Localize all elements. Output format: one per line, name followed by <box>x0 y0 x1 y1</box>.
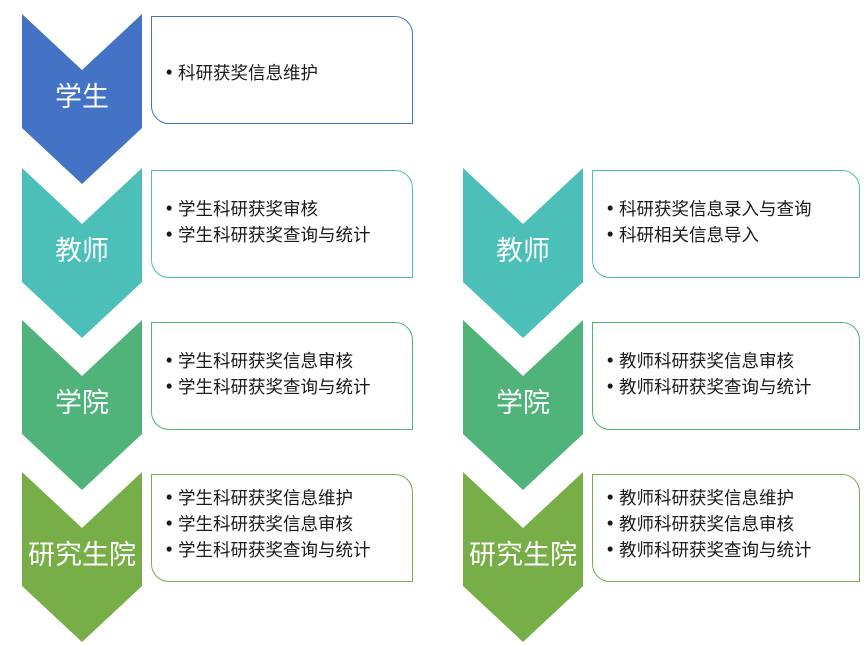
left-function-box: 学生科研获奖审核学生科研获奖查询与统计 <box>151 170 413 278</box>
function-list: 学生科研获奖信息维护学生科研获奖信息审核学生科研获奖查询与统计 <box>164 486 412 564</box>
left-function-box: 学生科研获奖信息维护学生科研获奖信息审核学生科研获奖查询与统计 <box>151 474 413 582</box>
chevron-shape <box>22 472 142 642</box>
function-list: 教师科研获奖信息维护教师科研获奖信息审核教师科研获奖查询与统计 <box>605 486 859 564</box>
function-item: 学生科研获奖查询与统计 <box>164 223 412 249</box>
chevron-shape <box>22 168 142 338</box>
function-list: 教师科研获奖信息审核教师科研获奖查询与统计 <box>605 349 859 401</box>
function-item: 教师科研获奖查询与统计 <box>605 538 859 564</box>
right-function-box: 科研获奖信息录入与查询科研相关信息导入 <box>592 170 860 278</box>
left-function-box: 科研获奖信息维护 <box>151 16 413 124</box>
left-role-chevron: 研究生院 <box>22 472 142 642</box>
function-item: 教师科研获奖查询与统计 <box>605 375 859 401</box>
function-item: 学生科研获奖审核 <box>164 197 412 223</box>
function-item: 科研获奖信息录入与查询 <box>605 197 859 223</box>
function-list: 科研获奖信息录入与查询科研相关信息导入 <box>605 197 859 249</box>
role-label: 学院 <box>55 388 109 419</box>
function-item: 科研获奖信息维护 <box>164 61 412 87</box>
function-list: 科研获奖信息维护 <box>164 61 412 87</box>
right-function-box: 教师科研获奖信息审核教师科研获奖查询与统计 <box>592 322 860 430</box>
left-function-box: 学生科研获奖信息审核学生科研获奖查询与统计 <box>151 322 413 430</box>
function-item: 教师科研获奖信息审核 <box>605 512 859 538</box>
function-item: 学生科研获奖信息审核 <box>164 512 412 538</box>
role-label: 教师 <box>55 236 109 267</box>
chevron-shape <box>22 14 142 184</box>
right-role-chevron: 教师 <box>463 168 583 338</box>
function-item: 教师科研获奖信息审核 <box>605 349 859 375</box>
left-role-chevron: 学院 <box>22 320 142 490</box>
role-label: 研究生院 <box>469 540 577 571</box>
function-item: 学生科研获奖信息审核 <box>164 349 412 375</box>
role-label: 学生 <box>55 82 109 113</box>
function-list: 学生科研获奖审核学生科研获奖查询与统计 <box>164 197 412 249</box>
function-item: 学生科研获奖信息维护 <box>164 486 412 512</box>
chevron-shape <box>463 472 583 642</box>
chevron-shape <box>463 320 583 490</box>
chevron-shape <box>22 320 142 490</box>
function-list: 学生科研获奖信息审核学生科研获奖查询与统计 <box>164 349 412 401</box>
left-role-chevron: 学生 <box>22 14 142 184</box>
function-item: 科研相关信息导入 <box>605 223 859 249</box>
right-role-chevron: 学院 <box>463 320 583 490</box>
role-label: 学院 <box>496 388 550 419</box>
right-role-chevron: 研究生院 <box>463 472 583 642</box>
left-role-chevron: 教师 <box>22 168 142 338</box>
role-label: 教师 <box>496 236 550 267</box>
chevron-shape <box>463 168 583 338</box>
right-function-box: 教师科研获奖信息维护教师科研获奖信息审核教师科研获奖查询与统计 <box>592 474 860 582</box>
function-item: 学生科研获奖查询与统计 <box>164 375 412 401</box>
role-label: 研究生院 <box>28 540 136 571</box>
function-item: 学生科研获奖查询与统计 <box>164 538 412 564</box>
function-item: 教师科研获奖信息维护 <box>605 486 859 512</box>
